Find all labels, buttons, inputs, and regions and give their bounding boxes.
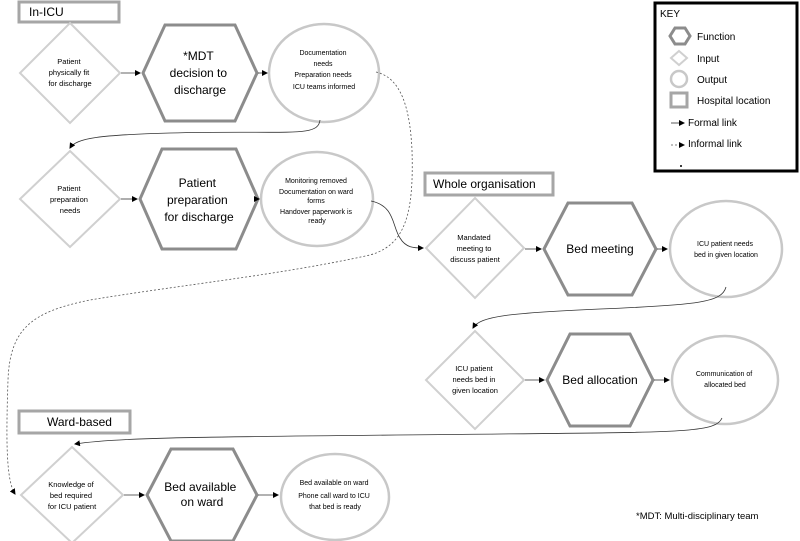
input-text-2: Patient preparation needs (50, 184, 90, 215)
function-text-3: Bed meeting (566, 242, 633, 256)
legend-output-label: Output (697, 75, 727, 86)
output-text-2: Monitoring removed Documentation on ward… (279, 178, 355, 225)
function-hexagon-3 (542, 201, 658, 297)
legend-formal-label: Formal link (688, 118, 738, 129)
output-text-3: ICU patient needs bed in given location (694, 241, 758, 259)
function-hexagon-4 (545, 332, 655, 428)
legend-informal-label: Informal link (688, 139, 743, 150)
location-in-icu: In-ICU (17, 0, 121, 24)
legend-location-label: Hospital location (697, 96, 770, 107)
function-text-1: *MDT decision to discharge (170, 49, 231, 97)
legend-dot-mark (680, 165, 682, 167)
input-diamond-4 (424, 329, 526, 431)
legend-input-label: Input (697, 54, 719, 65)
legend-input-icon (669, 49, 689, 67)
function-text-2: Patient preparation for discharge (164, 176, 234, 224)
location-whole-organisation: Whole organisation (423, 171, 555, 197)
output-ellipse-3 (668, 199, 784, 299)
location-whole-organisation-label: Whole organisation (433, 177, 536, 191)
footnote: *MDT: Multi-disciplinary team (636, 511, 759, 522)
formal-link-3-to-4 (472, 286, 727, 329)
output-text-5: Bed available on ward Phone call ward to… (298, 480, 372, 511)
formal-link-2-to-3 (370, 200, 424, 251)
function-text-5: Bed available on ward (164, 480, 239, 509)
input-text-4: ICU patient needs bed in given location (452, 364, 498, 395)
input-diamond-1 (18, 21, 122, 125)
formal-link-4-to-5 (74, 417, 723, 447)
output-ellipse-2 (259, 150, 375, 248)
output-text-4: Communication of allocated bed (696, 371, 754, 389)
function-hexagon-2 (138, 147, 260, 251)
legend-function-icon (668, 26, 692, 46)
input-text-5: Knowledge of bed required for ICU patien… (48, 480, 97, 511)
legend: KEY Function Input Output Hospital locat… (653, 1, 799, 173)
legend-function-label: Function (697, 32, 735, 43)
legend-output-icon (669, 69, 689, 89)
input-diamond-3 (424, 196, 526, 300)
location-in-icu-label: In-ICU (29, 5, 64, 19)
function-hexagon-5 (145, 447, 259, 541)
input-diamond-2 (18, 149, 122, 249)
output-text-1: Documentation needs Preparation needs IC… (293, 50, 355, 91)
output-ellipse-1 (267, 22, 381, 124)
location-ward-based-label: Ward-based (47, 415, 112, 429)
input-diamond-5 (19, 445, 125, 541)
legend-location-icon (669, 91, 689, 109)
informal-link-icu-to-ward (6, 71, 413, 495)
location-ward-based: Ward-based (17, 409, 132, 435)
function-text-4: Bed allocation (562, 373, 637, 387)
legend-title: KEY (660, 9, 680, 20)
output-ellipse-5 (279, 452, 391, 541)
output-ellipse-4 (670, 334, 780, 426)
formal-link-1-to-2 (69, 119, 321, 149)
function-hexagon-1 (141, 23, 259, 123)
input-text-1: Patient physically fit for discharge (48, 57, 91, 88)
input-text-3: Mandated meeting to discuss patient (450, 233, 501, 264)
